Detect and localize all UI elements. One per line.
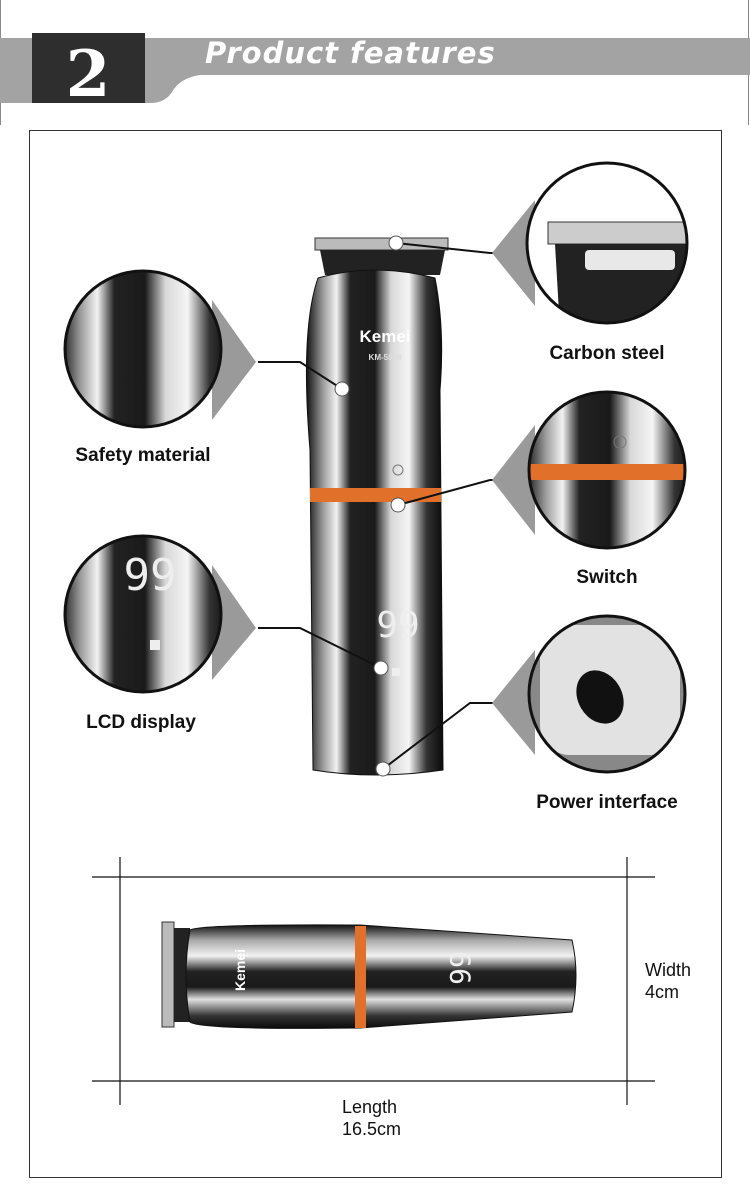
width-label: Width (645, 960, 691, 980)
width-value: 4cm (645, 982, 679, 1002)
blade (314, 237, 449, 251)
callout-pointers (212, 200, 535, 755)
section-header: 2 Product features (0, 33, 750, 112)
label-power-interface: Power interface (536, 792, 678, 813)
blade-head (320, 250, 445, 275)
side-brand-logo: Kemei (232, 949, 248, 991)
detail-switch (527, 390, 687, 550)
lcd-detail-value: 99 (124, 550, 177, 601)
length-value: 16.5cm (342, 1119, 401, 1139)
label-carbon-steel: Carbon steel (549, 343, 664, 364)
brand-logo: Kemei (359, 327, 410, 346)
power-button-icon (392, 464, 404, 476)
detail-carbon-steel (525, 161, 689, 325)
section-number: 2 (66, 37, 111, 112)
section-title: Product features (205, 36, 496, 70)
dimension-lines (92, 857, 655, 1105)
trimmer-side-view: Kemei 99 (161, 921, 577, 1029)
lock-icon (392, 668, 400, 676)
orange-ring (310, 488, 441, 502)
callout-dots (334, 235, 406, 777)
detail-power-interface (527, 614, 687, 774)
detail-lcd-display: 99 (63, 534, 223, 694)
content-frame (29, 130, 722, 1178)
side-lcd-display: 99 (444, 951, 477, 985)
detail-safety-material (63, 269, 223, 429)
trimmer-front-view: Kemei KM-5898 99 (305, 237, 449, 776)
label-switch: Switch (576, 567, 637, 588)
section-number-box (32, 33, 145, 103)
label-safety-material: Safety material (75, 445, 210, 466)
header-band (0, 38, 750, 103)
label-lcd-display: LCD display (86, 712, 196, 733)
length-label: Length (342, 1097, 397, 1117)
model-number: KM-5898 (369, 353, 402, 362)
lcd-display: 99 (376, 605, 419, 646)
